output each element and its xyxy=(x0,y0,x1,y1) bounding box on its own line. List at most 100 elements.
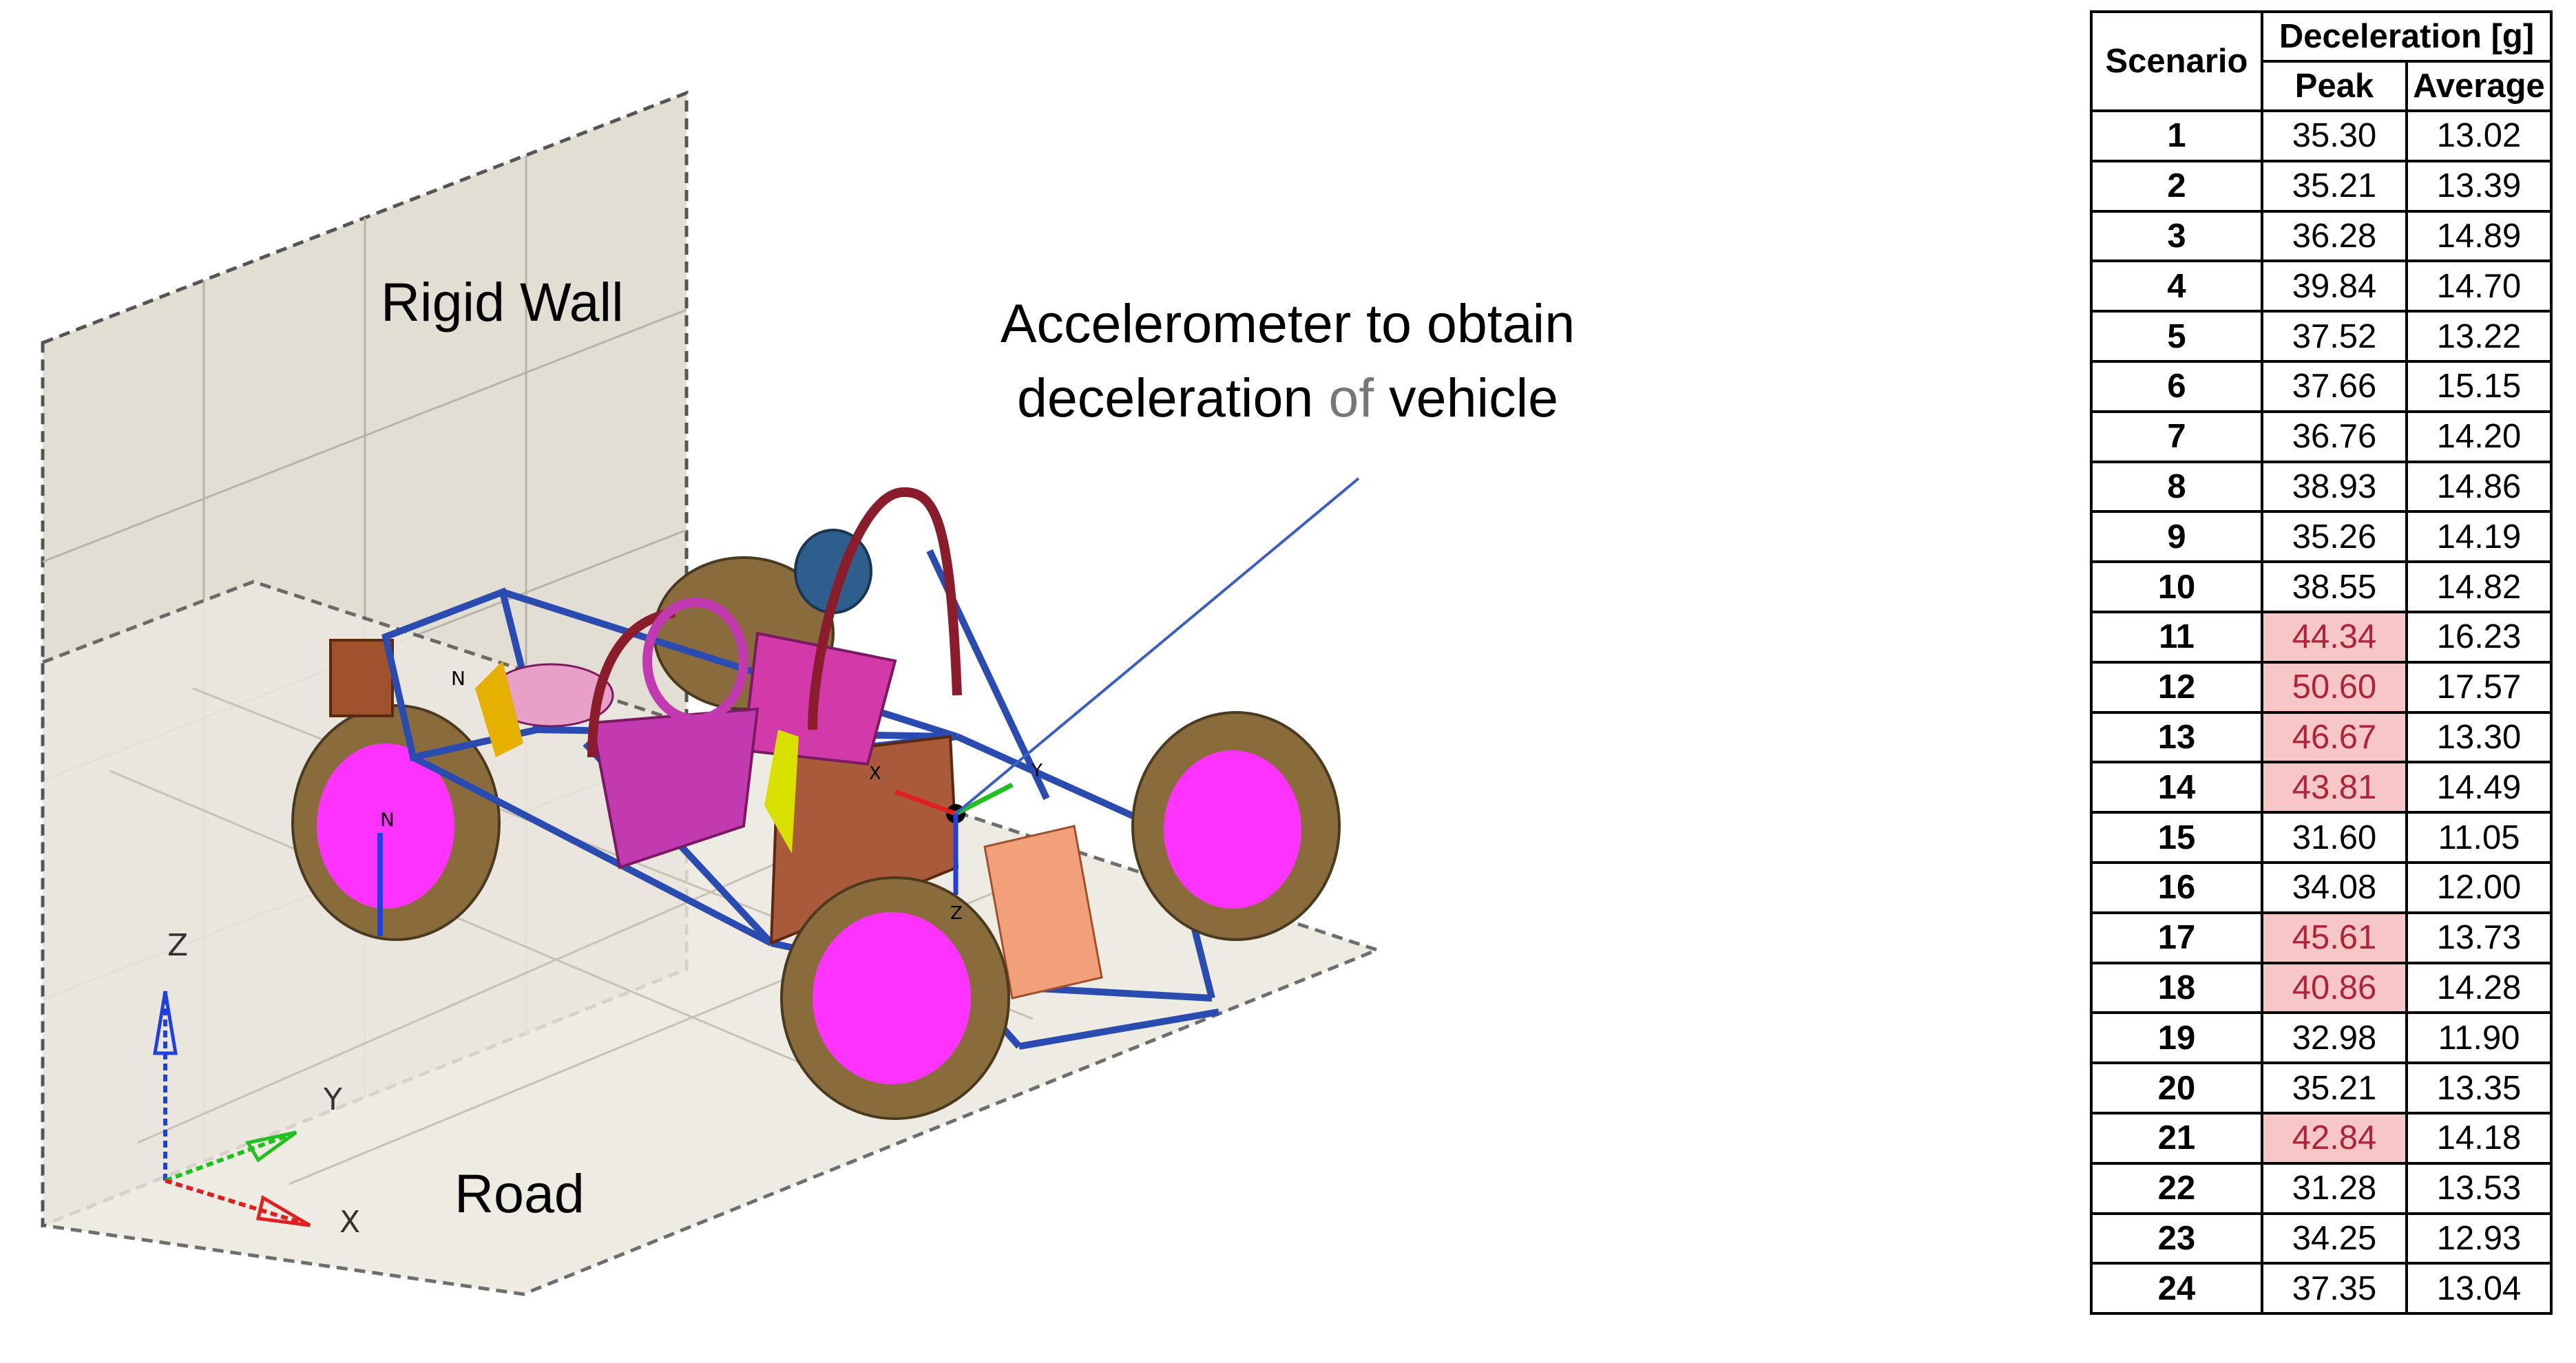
average-cell: 13.53 xyxy=(2405,1161,2553,1215)
annotation-text-b: of xyxy=(1328,367,1374,428)
average-cell: 13.02 xyxy=(2405,109,2553,162)
scenario-cell: 14 xyxy=(2090,761,2263,814)
average-cell: 14.20 xyxy=(2405,410,2553,463)
accelerometer-callout-line xyxy=(954,477,1360,815)
peak-cell: 36.76 xyxy=(2261,410,2408,463)
node-mark-x: X xyxy=(869,763,881,784)
scenario-cell: 10 xyxy=(2090,560,2263,613)
scenario-cell: 21 xyxy=(2090,1111,2263,1165)
average-cell: 14.86 xyxy=(2405,460,2553,514)
scenario-cell: 12 xyxy=(2090,660,2263,714)
node-mark-y: Y xyxy=(1031,761,1043,781)
peak-cell: 35.21 xyxy=(2261,1061,2408,1114)
average-cell: 12.00 xyxy=(2405,860,2553,914)
average-cell: 13.30 xyxy=(2405,710,2553,764)
peak-cell: 39.84 xyxy=(2261,260,2408,313)
axis-x-label: X xyxy=(339,1205,360,1240)
peak-cell: 40.86 xyxy=(2261,961,2408,1015)
peak-cell: 37.52 xyxy=(2261,310,2408,363)
scenario-cell: 4 xyxy=(2090,260,2263,313)
scenario-cell: 16 xyxy=(2090,860,2263,914)
average-cell: 14.18 xyxy=(2405,1111,2553,1165)
scenario-cell: 3 xyxy=(2090,209,2263,263)
average-cell: 11.90 xyxy=(2405,1011,2553,1065)
average-cell: 14.89 xyxy=(2405,209,2553,263)
average-cell: 13.35 xyxy=(2405,1061,2553,1114)
peak-cell: 31.60 xyxy=(2261,811,2408,864)
average-cell: 13.73 xyxy=(2405,911,2553,964)
scenario-cell: 22 xyxy=(2090,1161,2263,1215)
engine-block xyxy=(329,639,394,717)
annotation-text-c: vehicle xyxy=(1374,367,1559,428)
header-deceleration: Deceleration [g] xyxy=(2261,10,2553,63)
peak-cell: 35.26 xyxy=(2261,510,2408,564)
scenario-cell: 9 xyxy=(2090,510,2263,564)
wheel-front-right xyxy=(1131,711,1341,941)
crash-simulation-scene: N N X Y Z Z Y X xyxy=(41,90,1383,1296)
average-cell: 13.04 xyxy=(2405,1262,2553,1316)
header-average: Average xyxy=(2405,60,2553,112)
peak-cell: 37.35 xyxy=(2261,1262,2408,1316)
scenario-cell: 8 xyxy=(2090,460,2263,514)
scenario-cell: 17 xyxy=(2090,911,2263,964)
axis-y-label: Y xyxy=(323,1082,342,1117)
average-cell: 17.57 xyxy=(2405,660,2553,714)
scenario-cell: 20 xyxy=(2090,1061,2263,1114)
peak-cell: 44.34 xyxy=(2261,610,2408,664)
accelerometer-annotation: Accelerometer to obtain deceleration of … xyxy=(895,286,1680,435)
peak-cell: 35.30 xyxy=(2261,109,2408,162)
average-cell: 14.49 xyxy=(2405,761,2553,814)
scenario-cell: 7 xyxy=(2090,410,2263,463)
scenario-cell: 5 xyxy=(2090,310,2263,363)
vehicle-model: N N X Y Z xyxy=(291,487,1341,1120)
peak-cell: 34.25 xyxy=(2261,1212,2408,1265)
scenario-cell: 11 xyxy=(2090,610,2263,664)
annotation-text-a: deceleration xyxy=(1016,367,1329,428)
roll-hoop xyxy=(587,487,962,758)
rigid-wall-label: Rigid Wall xyxy=(381,271,624,332)
deceleration-table-container: Scenario Deceleration [g] Peak Average 1… xyxy=(2090,10,2553,1316)
wheel-front-left xyxy=(780,876,1010,1120)
peak-cell: 50.60 xyxy=(2261,660,2408,714)
axis-z-label: Z xyxy=(167,928,188,963)
scenario-cell: 15 xyxy=(2090,811,2263,864)
scenario-cell: 13 xyxy=(2090,710,2263,764)
average-cell: 14.28 xyxy=(2405,961,2553,1015)
node-mark-n2: N xyxy=(451,667,465,690)
green-brace xyxy=(764,730,799,854)
accelerometer-annotation-line2: deceleration of vehicle xyxy=(895,361,1680,435)
steering-wheel xyxy=(642,598,748,724)
peak-cell: 45.61 xyxy=(2261,911,2408,964)
peak-cell: 38.55 xyxy=(2261,560,2408,613)
dummy xyxy=(488,529,1103,1000)
scenario-cell: 24 xyxy=(2090,1262,2263,1316)
peak-cell: 43.81 xyxy=(2261,761,2408,814)
scenario-cell: 18 xyxy=(2090,961,2263,1015)
road-label: Road xyxy=(454,1163,585,1224)
peak-cell: 32.98 xyxy=(2261,1011,2408,1065)
average-cell: 15.15 xyxy=(2405,359,2553,413)
peak-cell: 36.28 xyxy=(2261,209,2408,263)
